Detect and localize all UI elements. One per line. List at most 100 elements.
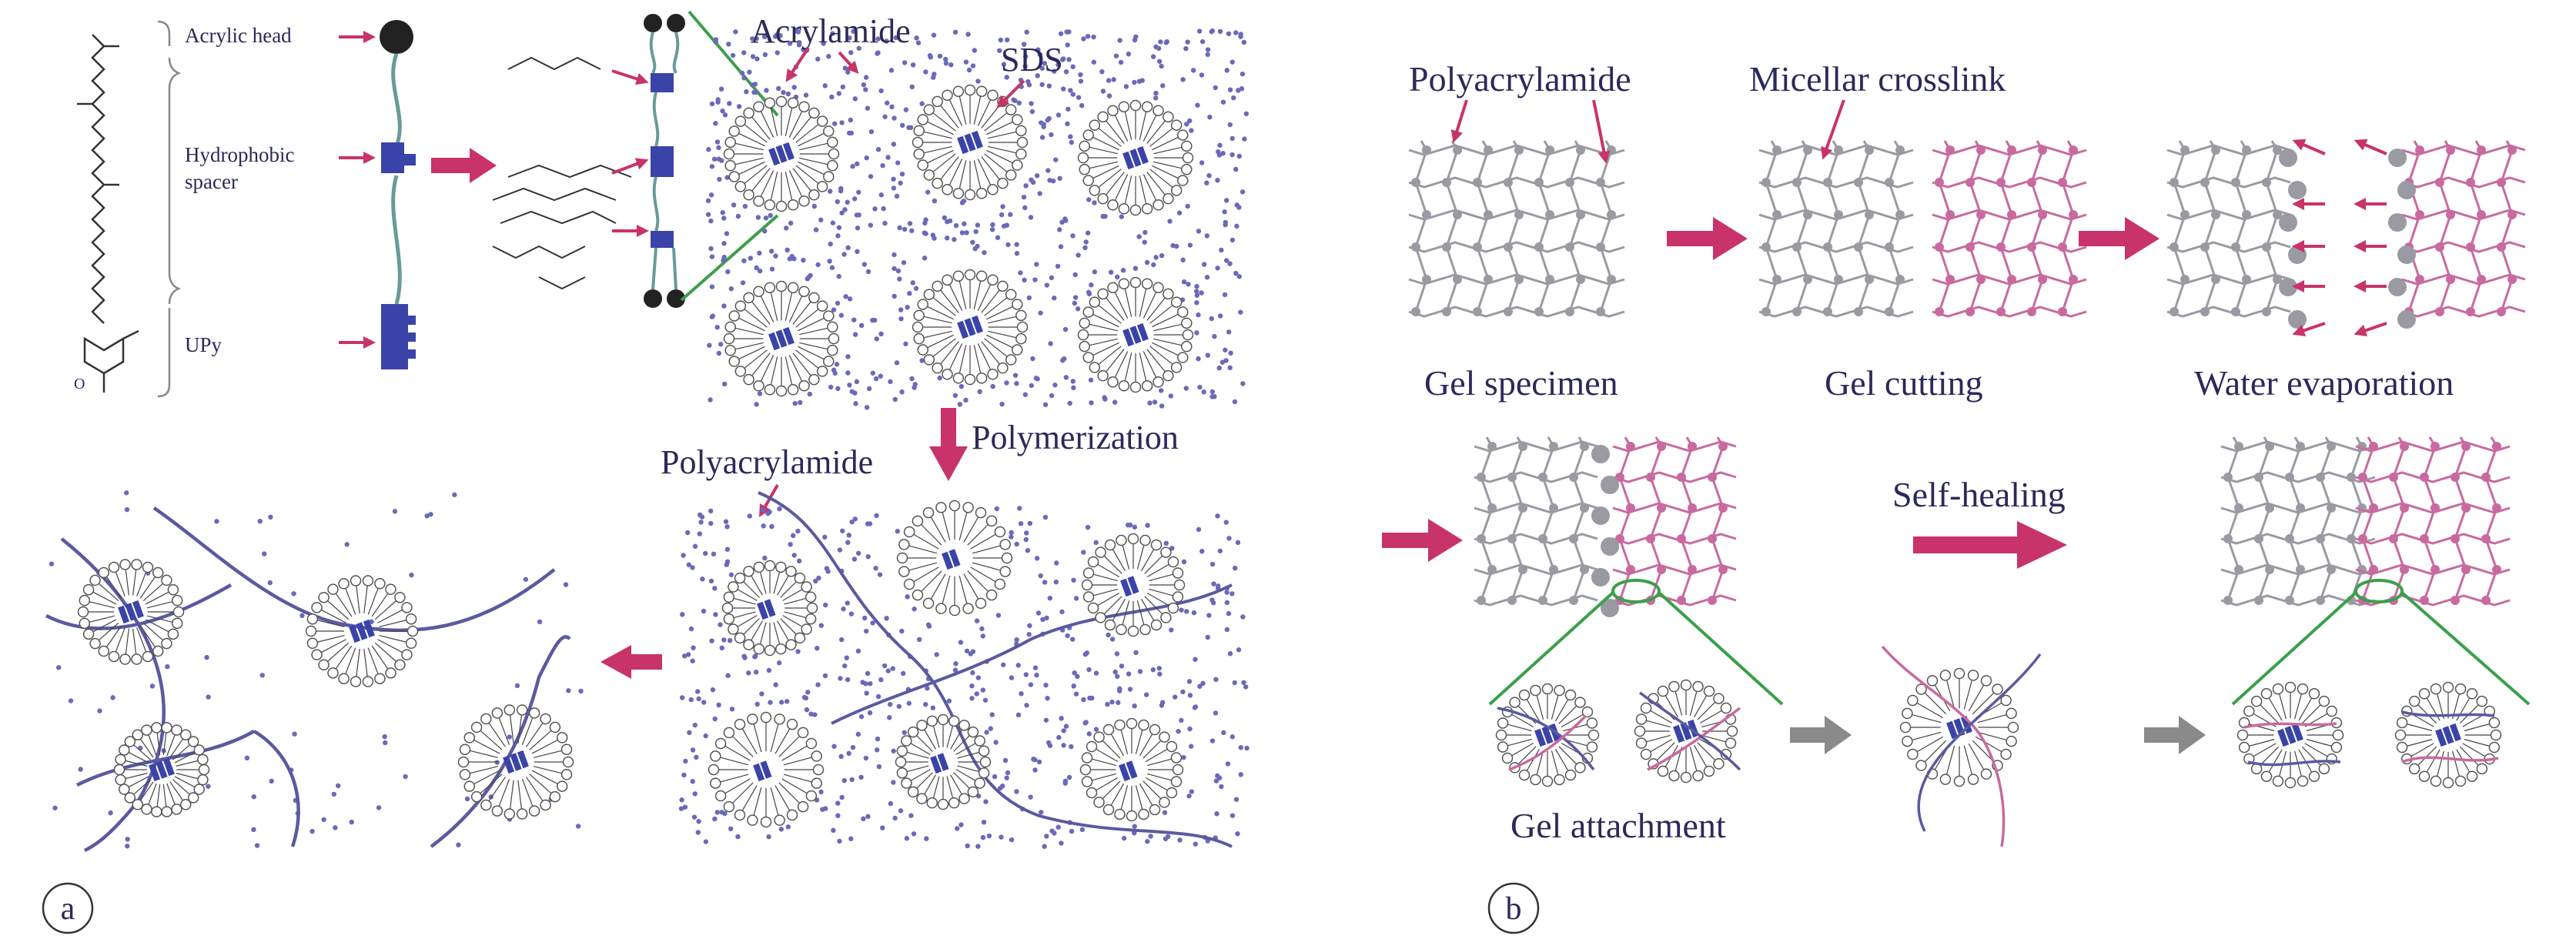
sds-head xyxy=(964,269,976,281)
dot xyxy=(944,236,950,241)
sds-head xyxy=(1150,619,1163,631)
dot xyxy=(907,290,912,296)
crosslink xyxy=(1565,307,1574,316)
dot xyxy=(403,774,408,780)
dot xyxy=(727,101,732,106)
dot xyxy=(878,192,884,198)
crosslink xyxy=(2180,145,2190,155)
dot xyxy=(1023,183,1029,189)
dot xyxy=(762,52,768,58)
chain-v xyxy=(1445,140,1459,312)
hydrophobe xyxy=(1129,326,1142,344)
sds-head xyxy=(808,373,820,386)
sds-head xyxy=(167,583,179,596)
dot xyxy=(709,101,715,107)
sds-head xyxy=(917,159,928,171)
dot xyxy=(852,516,858,522)
dot xyxy=(762,555,768,561)
dot xyxy=(1076,252,1081,258)
sds-head xyxy=(1640,702,1652,714)
micelle xyxy=(912,269,1029,386)
crosslink xyxy=(1607,210,1616,219)
dot xyxy=(863,755,869,761)
dot xyxy=(755,215,761,220)
dot xyxy=(1072,295,1079,300)
sds-head xyxy=(1012,299,1023,310)
hydrophobe xyxy=(132,600,144,619)
sds-head xyxy=(1172,567,1184,579)
dot xyxy=(1039,810,1044,815)
sds-head xyxy=(723,332,735,345)
sds-head xyxy=(952,188,965,199)
crosslink xyxy=(1708,534,1717,543)
sds-head xyxy=(958,793,970,804)
dot xyxy=(1087,695,1092,701)
dot xyxy=(931,75,936,80)
crosslink xyxy=(1803,145,1812,155)
dot xyxy=(1034,672,1039,678)
polymer-chain xyxy=(1917,653,2042,832)
dot xyxy=(848,836,854,841)
sds-head xyxy=(827,159,838,172)
dot xyxy=(1196,229,1202,234)
dot xyxy=(708,520,714,526)
sds-head xyxy=(723,148,735,160)
sds-head xyxy=(2396,741,2408,754)
dot xyxy=(708,246,714,252)
dot xyxy=(795,528,801,534)
dot xyxy=(903,107,909,112)
dot xyxy=(691,814,698,820)
dot xyxy=(892,815,898,821)
crosslink xyxy=(1565,178,1574,187)
dot xyxy=(690,565,695,570)
crosslink xyxy=(1473,242,1482,252)
dot xyxy=(840,84,846,90)
dot xyxy=(1047,595,1053,601)
dot xyxy=(705,212,711,217)
dot xyxy=(811,203,818,209)
dot xyxy=(1091,34,1096,40)
micelle-crosslink xyxy=(2388,213,2407,232)
dot xyxy=(748,256,754,261)
dot xyxy=(884,616,889,621)
sds-head xyxy=(1015,309,1027,322)
dot xyxy=(801,257,806,263)
sds-head xyxy=(901,735,912,747)
dot xyxy=(740,280,746,286)
dot xyxy=(1109,637,1116,642)
hydrophobe xyxy=(1946,720,1959,740)
dot xyxy=(890,666,895,671)
dot xyxy=(1016,100,1022,106)
crosslink xyxy=(2038,210,2047,219)
crosslink xyxy=(1534,178,1544,187)
dot xyxy=(1213,677,1219,682)
sds-head xyxy=(2488,741,2501,754)
sds-head xyxy=(808,189,820,201)
chain-h xyxy=(2220,594,2376,607)
sds-head xyxy=(1089,119,1101,131)
sds-head xyxy=(907,726,919,738)
dot xyxy=(1244,745,1250,751)
crosslink xyxy=(1772,275,1781,284)
dot xyxy=(1186,282,1191,287)
braces xyxy=(157,20,182,398)
sds-head xyxy=(764,644,776,657)
dot xyxy=(970,649,976,654)
crosslink xyxy=(2420,596,2429,605)
hydrophobe xyxy=(760,760,772,779)
crosslink xyxy=(1803,275,1812,284)
crosslink xyxy=(2211,210,2220,219)
dot xyxy=(681,553,686,558)
dot xyxy=(679,695,685,700)
hydrophobe xyxy=(964,133,976,152)
sds-head xyxy=(152,566,164,579)
dot xyxy=(953,222,959,229)
dot xyxy=(722,381,728,387)
sds-head xyxy=(999,566,1011,577)
sds-head xyxy=(1079,764,1092,776)
sds-head xyxy=(774,814,785,826)
dot xyxy=(1222,292,1228,298)
sds-head xyxy=(394,659,406,671)
dot xyxy=(791,85,797,90)
dot xyxy=(752,654,758,660)
